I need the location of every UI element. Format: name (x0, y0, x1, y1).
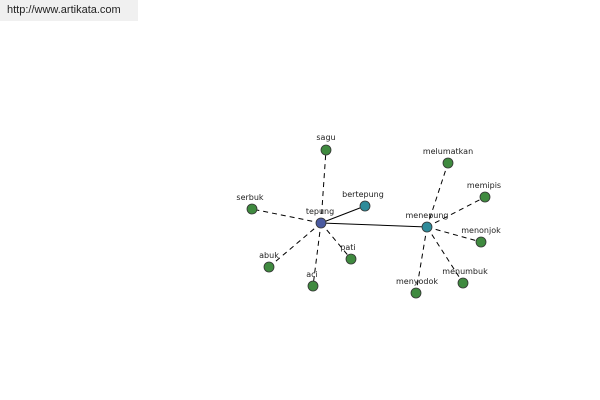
node-label-serbuk[interactable]: serbuk (236, 193, 264, 202)
node-menonjok[interactable] (475, 236, 487, 248)
node-bertepung[interactable] (359, 200, 371, 212)
edge-tepung-serbuk (251, 208, 322, 224)
graph-nodes (246, 144, 491, 299)
node-menumbuk[interactable] (457, 277, 469, 289)
node-label-abuk[interactable]: abuk (259, 251, 279, 260)
source-url[interactable]: http://www.artikata.com (0, 0, 138, 21)
node-memipis[interactable] (479, 191, 491, 203)
node-label-bertepung[interactable]: bertepung (342, 190, 384, 199)
node-tepung[interactable] (315, 217, 327, 229)
edge-tepung-bertepung (320, 205, 366, 224)
edge-tepung-aci (312, 222, 322, 287)
node-melumatkan[interactable] (442, 157, 454, 169)
edge-menepung-menumbuk (426, 226, 464, 284)
node-label-sagu[interactable]: sagu (316, 133, 335, 142)
node-label-melumatkan[interactable]: melumatkan (423, 147, 473, 156)
node-label-menepung[interactable]: menepung (405, 211, 448, 220)
node-pati[interactable] (345, 253, 357, 265)
node-label-tepung[interactable]: tepung (306, 207, 334, 216)
edge-menepung-menyodok (415, 226, 428, 294)
edge-tepung-sagu (320, 149, 327, 224)
node-label-menonjok[interactable]: menonjok (461, 226, 501, 235)
node-label-memipis[interactable]: memipis (467, 181, 501, 190)
node-menepung[interactable] (421, 221, 433, 233)
edge-menepung-menonjok (426, 226, 482, 243)
node-aci[interactable] (307, 280, 319, 292)
node-menyodok[interactable] (410, 287, 422, 299)
edge-tepung-abuk (268, 222, 322, 268)
node-label-menyodok[interactable]: menyodok (396, 277, 438, 286)
node-serbuk[interactable] (246, 203, 258, 215)
graph-labels: tepung menepung bertepung sagu serbuk abuk aci… (236, 133, 501, 286)
node-label-pati[interactable]: pati (340, 243, 355, 252)
node-abuk[interactable] (263, 261, 275, 273)
graph-edges (251, 149, 486, 294)
edge-tepung-pati (320, 222, 352, 260)
node-label-menumbuk[interactable]: menumbuk (442, 267, 488, 276)
edge-tepung-menepung (320, 222, 428, 228)
edge-menepung-melumatkan (426, 162, 449, 228)
edge-menepung-memipis (426, 196, 486, 228)
node-label-aci[interactable]: aci (306, 270, 318, 279)
node-sagu[interactable] (320, 144, 332, 156)
